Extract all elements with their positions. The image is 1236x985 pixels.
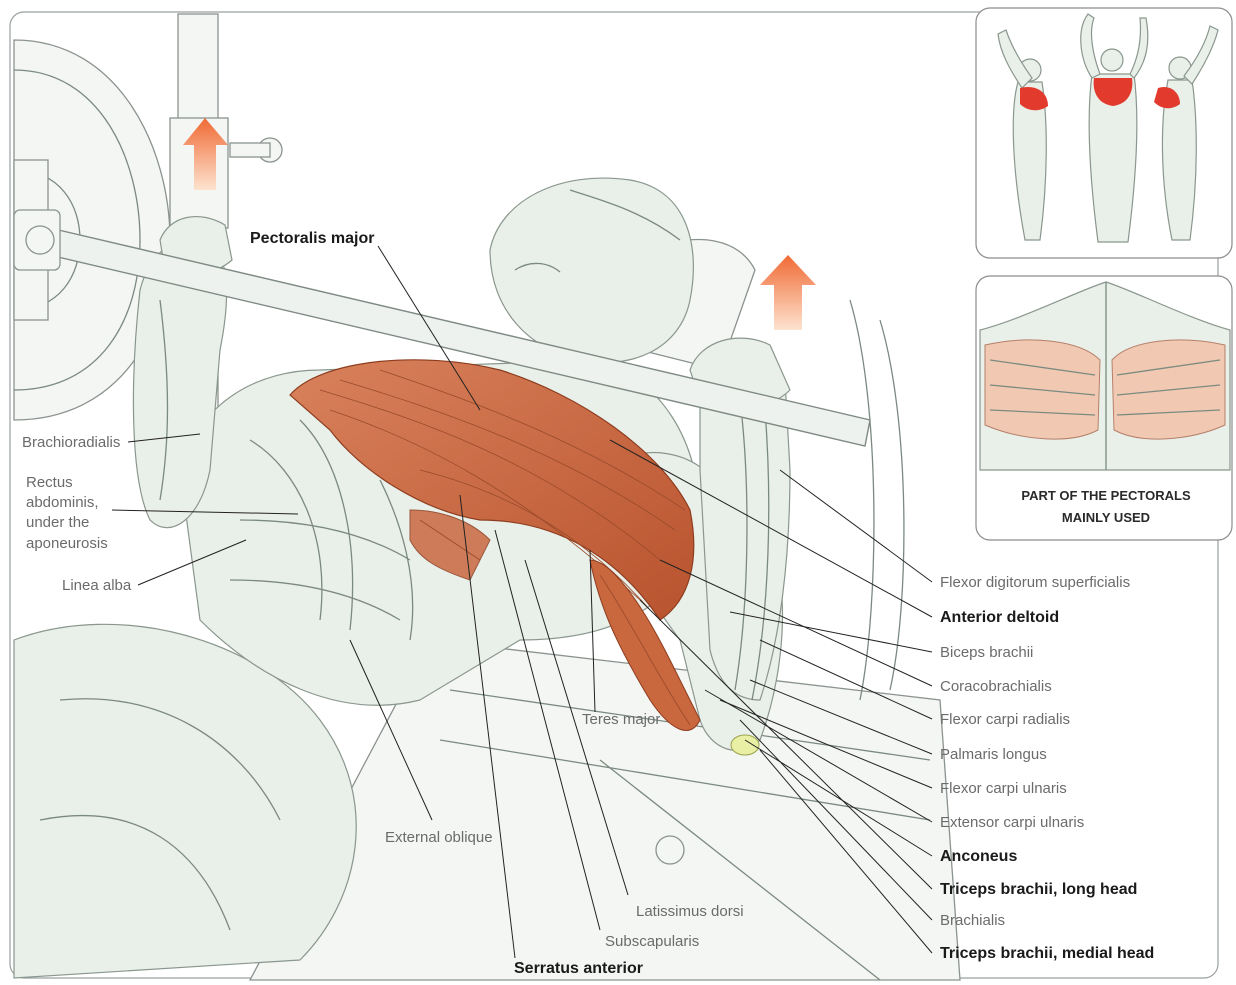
label-right-2: Biceps brachii	[940, 644, 1033, 661]
label-teres-major: Teres major	[582, 711, 660, 728]
label-pectoralis-major: Pectoralis major	[250, 230, 375, 247]
label-external-oblique: External oblique	[385, 829, 493, 846]
inset-caption-line-1: PART OF THE PECTORALS	[1021, 488, 1191, 503]
inset-figures-panel	[976, 8, 1232, 258]
label-brachioradialis: Brachioradialis	[22, 434, 120, 451]
labels-right: Flexor digitorum superficialis Anterior …	[940, 574, 1154, 962]
label-right-6: Flexor carpi ulnaris	[940, 780, 1067, 797]
label-latissimus-dorsi: Latissimus dorsi	[636, 903, 744, 920]
label-right-8: Anconeus	[940, 848, 1017, 865]
label-right-1: Anterior deltoid	[940, 609, 1059, 626]
label-rectus-1: Rectus	[26, 474, 73, 491]
label-right-9: Triceps brachii, long head	[940, 881, 1137, 898]
label-subscapularis: Subscapularis	[605, 933, 699, 950]
label-rectus-4: aponeurosis	[26, 535, 108, 552]
label-rectus-3: under the	[26, 514, 89, 531]
label-right-5: Palmaris longus	[940, 746, 1047, 763]
inset-pectorals-panel: PART OF THE PECTORALS MAINLY USED	[976, 276, 1232, 540]
inset-caption-line-2: MAINLY USED	[1062, 510, 1150, 525]
label-right-3: Coracobrachialis	[940, 678, 1052, 695]
label-right-7: Extensor carpi ulnaris	[940, 814, 1084, 831]
label-serratus-anterior: Serratus anterior	[514, 960, 643, 977]
label-linea-alba: Linea alba	[62, 577, 132, 594]
label-right-10: Brachialis	[940, 912, 1005, 929]
label-right-4: Flexor carpi radialis	[940, 711, 1070, 728]
elbow-highlight	[731, 735, 759, 755]
label-right-11: Triceps brachii, medial head	[940, 945, 1154, 962]
label-right-0: Flexor digitorum superficialis	[940, 574, 1130, 591]
upward-arrow-right-icon	[760, 255, 816, 330]
label-rectus-2: abdominis,	[26, 494, 99, 511]
